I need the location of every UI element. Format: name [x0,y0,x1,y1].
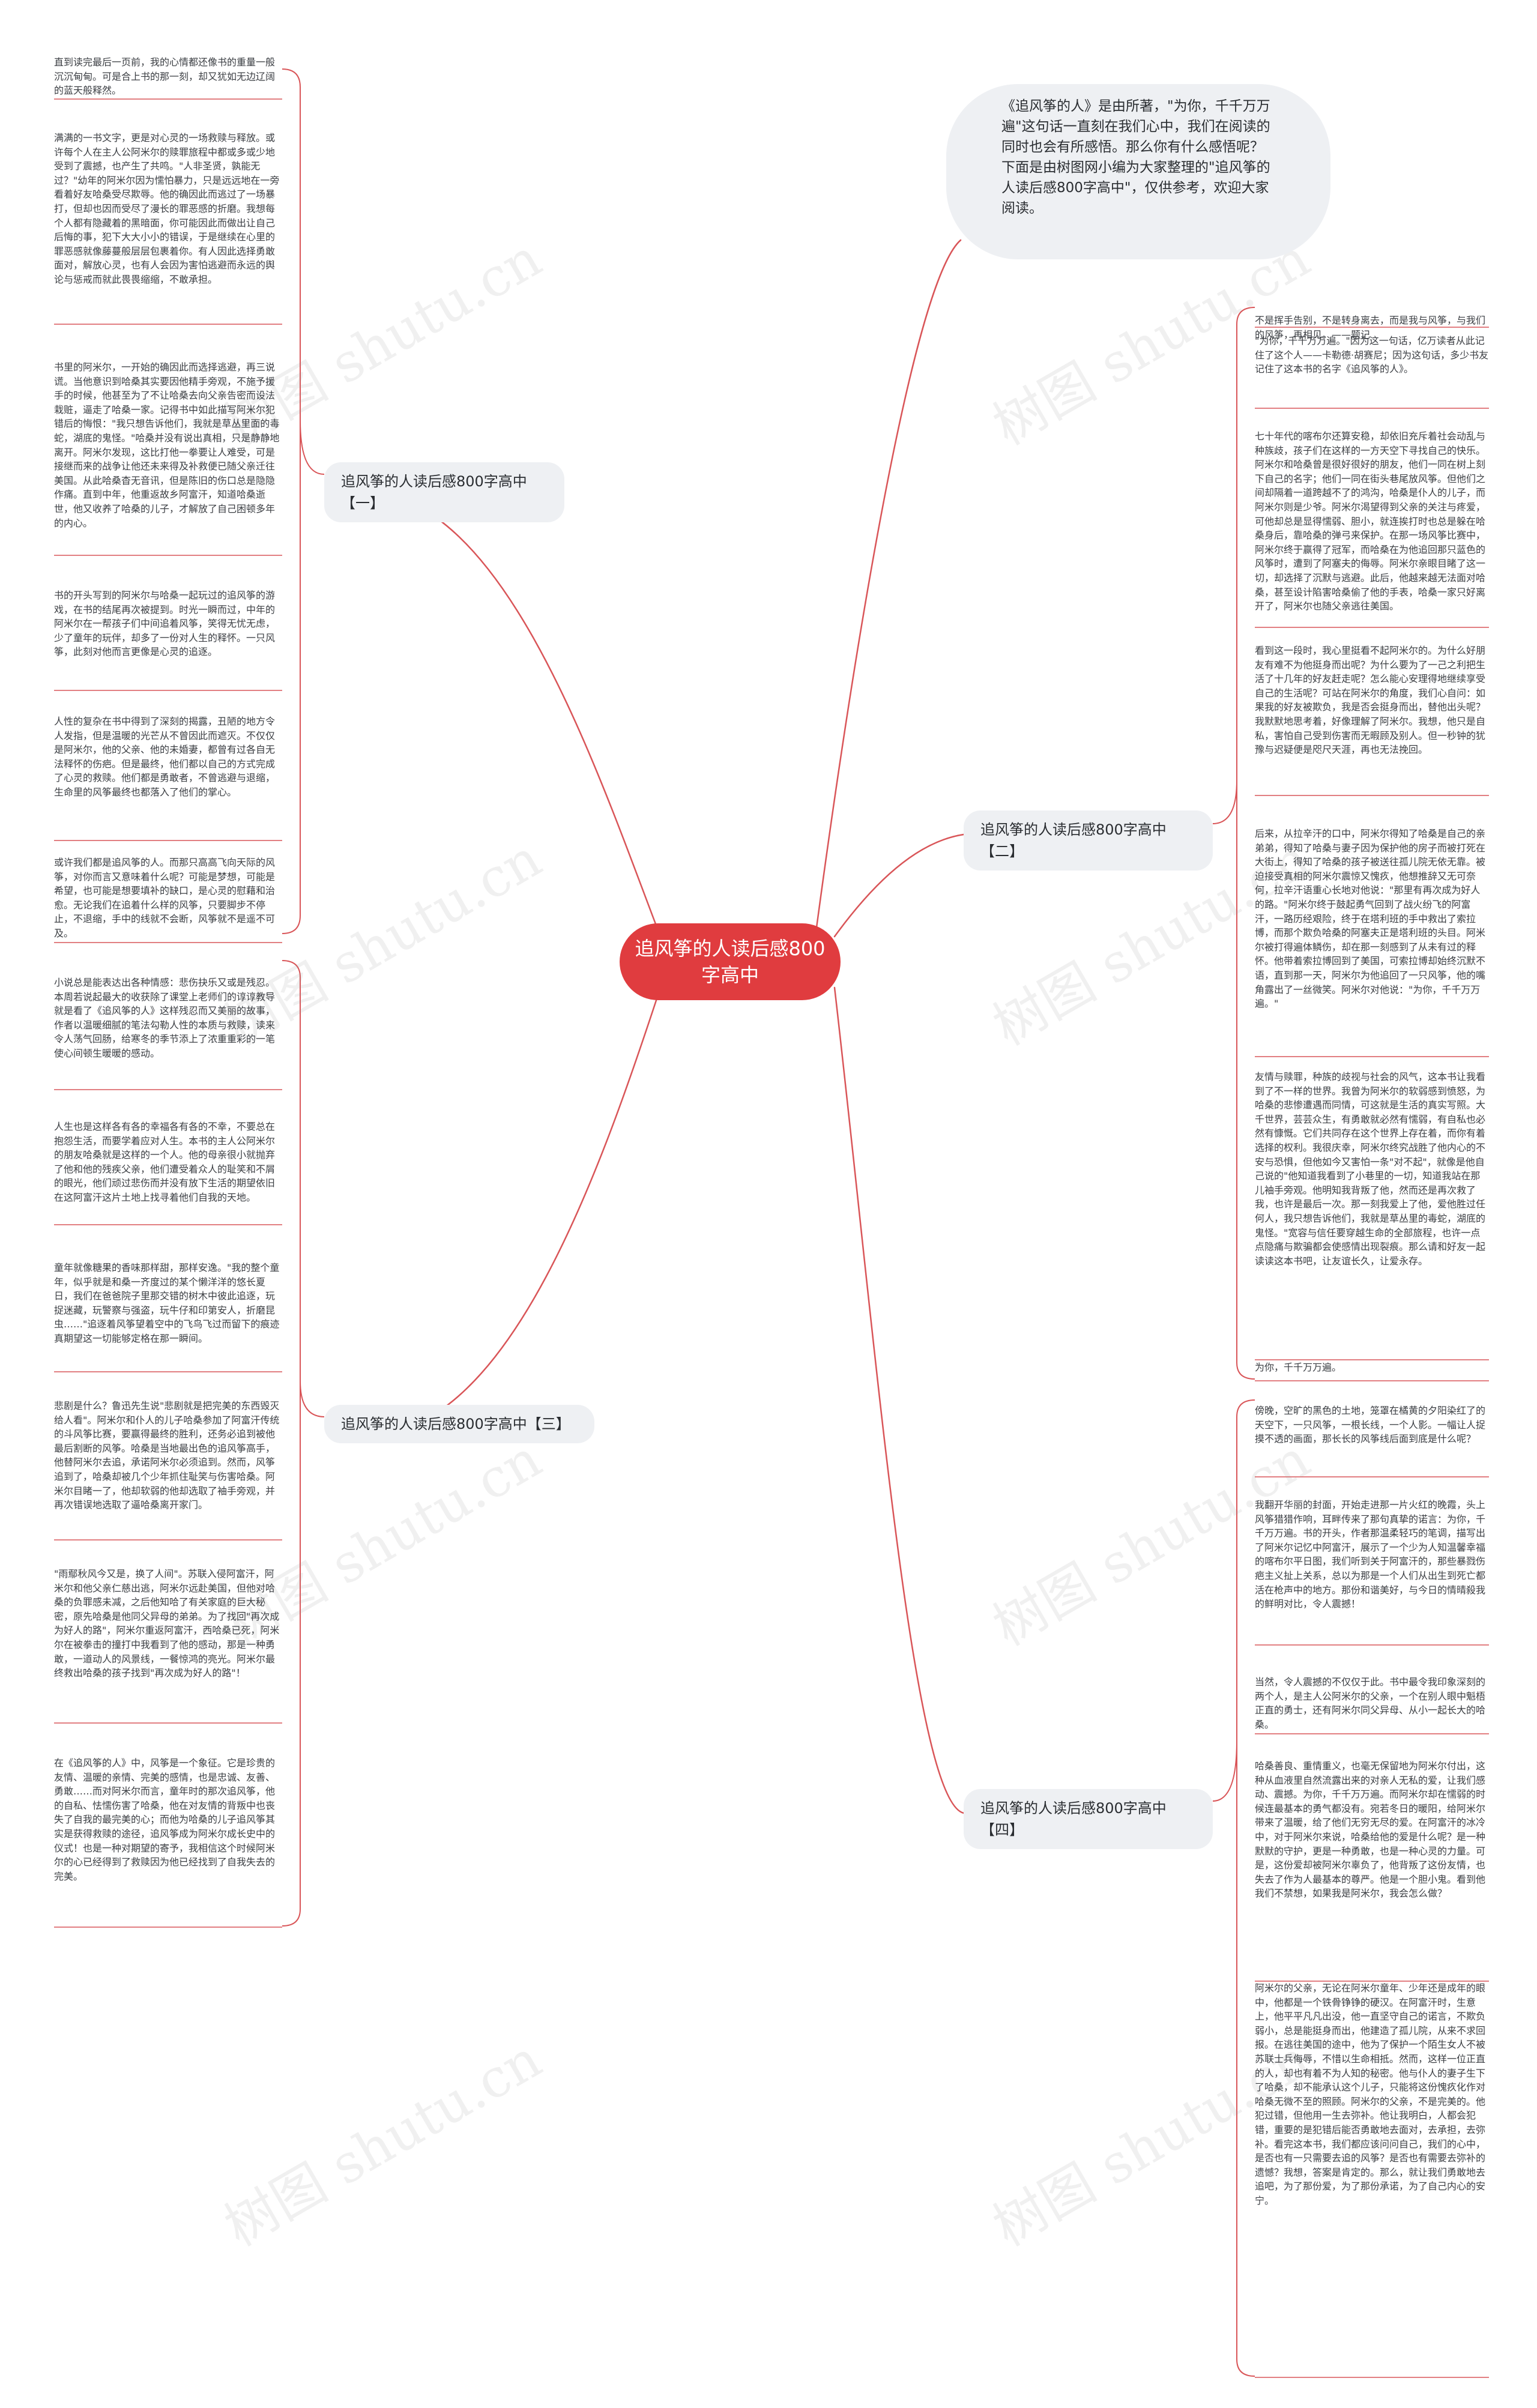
link-central-to-intro [815,239,962,929]
bracket-branch-3 [282,960,325,1927]
branch-2[interactable]: 追风筝的人读后感800字高中【二】 [964,810,1213,871]
leaf-text: 人性的复杂在书中得到了深刻的揭露，丑陋的地方令人发指，但是温暖的光芒从不曾因此而… [54,716,276,798]
leaf-text: 友情与赎罪，种族的歧视与社会的风气，这本书让我看到了不一样的世界。我曾为阿米尔的… [1255,1071,1486,1267]
leaf-text: 看到这一段时，我心里挺看不起阿米尔的。为什么好朋友有难不为他挺身而出呢？为什么要… [1255,645,1486,756]
branch-3[interactable]: 追风筝的人读后感800字高中【三】 [324,1405,594,1443]
bracket-branch-2 [1212,307,1255,1380]
leaf-text: 不是挥手告别，不是转身离去，而是我与风筝，与我们的风筝，再相见。——题记 [1255,315,1486,340]
leaf-text: 书的开头写到的阿米尔与哈桑一起玩过的追风筝的游戏，在书的结尾再次被提到。时光一瞬… [54,590,276,658]
leaf-text: 小说总是能表达出各种情感：悲伤抉乐又或是残忍。本周若说起最大的收获除了课堂上老师… [54,977,276,1059]
leaf-text: 书里的阿米尔，一开始的确因此而选择逃避，再三说谎。当他意识到哈桑其实要因他精手旁… [54,361,280,529]
leaf-text: 七十年代的喀布尔还算安稳，却依旧充斥着社会动乱与种族歧，孩子们在这样的一方天空下… [1255,430,1486,612]
leaf-text: 阿米尔的父亲，无论在阿米尔童年、少年还是成年的眼中，他都是一个铁骨铮铮的硬汉。在… [1255,1982,1486,2206]
link-central-to-branch-1 [371,491,662,938]
leaf-text: 童年就像糖果的香味那样甜，那样安逸。"我的整个童年，似乎就是和桑一齐度过的某个懒… [54,1262,280,1344]
branch-1[interactable]: 追风筝的人读后感800字高中【一】 [324,462,564,522]
leaf-text: 为你，千千万万遍。 [1255,1362,1342,1373]
leaf-text: 直到读完最后一页前，我的心情都还像书的重量一般沉沉甸甸。可是合上书的那一刻，却又… [54,56,276,97]
intro-summary[interactable]: 《追风筝的人》是由所著，"为你，千千万万遍"这句话一直刻在我们心中，我们在阅读的… [946,84,1330,259]
leaf-text: "雨鄢秋风今又是，换了人间"。苏联入侵阿富汗，阿米尔和他父亲仁慈出逃，阿米尔远赴… [54,1568,280,1679]
central-topic[interactable]: 追风筝的人读后感800字高中 [620,923,841,1000]
leaf-text: 或许我们都是追风筝的人。而那只高高飞向天际的风筝，对你而言又意味着什么呢？可能是… [54,857,276,939]
leaf-text: 傍晚，空旷的黑色的土地，笼罩在橘黄的夕阳染红了的天空下，一只风筝，一根长线，一个… [1255,1405,1486,1445]
link-central-to-branch-2 [833,833,965,938]
leaf-text: 悲剧是什么？鲁迅先生说"悲剧就是把完美的东西毁灭给人看"。阿米尔和仆人的儿子哈桑… [54,1400,280,1511]
leaf-text: 后来，从拉辛汗的口中，阿米尔得知了哈桑是自己的亲弟弟，得知了哈桑与妻子因为保护他… [1255,828,1486,1010]
bracket-branch-4 [1212,1399,1255,2377]
leaf-text: 哈桑善良、重情重义，也毫无保留地为阿米尔付出，这种从血液里自然流露出来的对亲人无… [1255,1760,1486,1900]
link-central-to-branch-3 [371,986,662,1436]
leaf-text: 当然，令人震撼的不仅仅于此。书中最令我印象深刻的两个人，是主人公阿米尔的父亲，一… [1255,1676,1486,1730]
leaf-text: 在《追风筝的人》中，风筝是一个象征。它是珍贵的友情、温暖的亲情、完美的感情，也是… [54,1757,276,1882]
leaf-text: 人生也是这样各有各的幸福各有各的不幸，不要总在抱怨生活，而要学着应对人生。本书的… [54,1121,276,1203]
leaf-text: 满满的一书文字，更是对心灵的一场救赎与释放。或许每个人在主人公阿米尔的赎罪旅程中… [54,132,280,285]
link-central-to-branch-4 [833,986,965,1814]
branch-4[interactable]: 追风筝的人读后感800字高中【四】 [964,1789,1213,1849]
leaf-text: "为你，千千万万遍。"因为这一句话，亿万读者从此记住了这个人——卡勒德·胡赛尼；… [1255,335,1489,375]
bracket-branch-1 [282,68,325,934]
leaf-text: 我翻开华丽的封面，开始走进那一片火红的晚霞，头上风筝猎猎作响，耳畔传来了那句真挚… [1255,1499,1486,1610]
